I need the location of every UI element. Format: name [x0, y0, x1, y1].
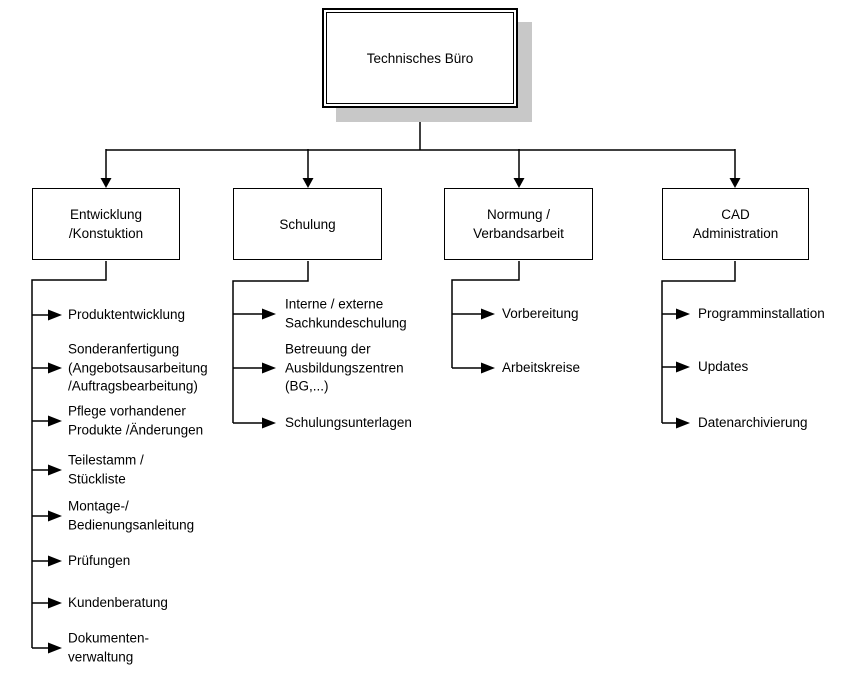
- arrowhead-down-icon: [729, 178, 741, 188]
- leaf-item: Interne / externe Sachkundeschulung: [285, 296, 407, 331]
- leaf-item: Vorbereitung: [502, 305, 579, 321]
- arrowhead-down-icon: [100, 178, 112, 188]
- arrowhead-down-icon: [513, 178, 525, 188]
- arrowhead-right-icon: [262, 308, 276, 320]
- arrowhead-right-icon: [48, 464, 62, 476]
- arrowhead-right-icon: [262, 417, 276, 429]
- connector-trunk: [451, 261, 520, 368]
- leaf-item: Updates: [698, 358, 749, 374]
- dept-box-normung-verbandsarbeit: Normung / Verbandsarbeit: [444, 188, 593, 260]
- connector-trunk: [232, 261, 309, 423]
- arrowhead-right-icon: [262, 362, 276, 374]
- leaf-item: Prüfungen: [68, 552, 131, 568]
- arrowhead-right-icon: [48, 510, 62, 522]
- leaf-item: Kundenberatung: [68, 594, 168, 610]
- arrowhead-right-icon: [48, 415, 62, 427]
- leaf-item: Dokumenten- verwaltung: [68, 630, 150, 665]
- connector-trunk: [661, 261, 736, 423]
- arrowhead-right-icon: [48, 597, 62, 609]
- leaf-item: Betreuung der Ausbildungszentren (BG,...…: [285, 341, 404, 394]
- leaf-item: Schulungsunterlagen: [285, 414, 412, 430]
- root-box-label: Technisches Büro: [326, 12, 514, 104]
- root-box: Technisches Büro: [322, 8, 518, 108]
- leaf-item: Pflege vorhandener Produkte /Änderungen: [68, 403, 204, 438]
- leaf-item: Sonderanfertigung (Angebotsausarbeitung …: [68, 341, 208, 394]
- arrowhead-right-icon: [481, 308, 495, 320]
- dept-box-cad-administration: CAD Administration: [662, 188, 809, 260]
- leaf-item: Arbeitskreise: [502, 359, 581, 375]
- arrowhead-right-icon: [676, 308, 690, 320]
- arrowhead-right-icon: [676, 361, 690, 373]
- arrowhead-right-icon: [48, 642, 62, 654]
- dept-box-schulung: Schulung: [233, 188, 382, 260]
- arrowhead-right-icon: [676, 417, 690, 429]
- leaf-item: Teilestamm / Stückliste: [68, 452, 144, 487]
- leaf-item: Datenarchivierung: [698, 414, 808, 430]
- connector-trunk: [31, 261, 107, 648]
- leaf-item: Montage-/ Bedienungsanleitung: [68, 498, 195, 533]
- arrowhead-down-icon: [302, 178, 314, 188]
- arrowhead-right-icon: [48, 309, 62, 321]
- arrowhead-right-icon: [481, 362, 495, 374]
- dept-box-entwicklung-konstruktion: Entwicklung /Konstuktion: [32, 188, 180, 260]
- arrowhead-right-icon: [48, 362, 62, 374]
- leaf-item: Produktentwicklung: [68, 306, 186, 322]
- leaf-item: Programminstallation: [698, 305, 825, 321]
- arrowhead-right-icon: [48, 555, 62, 567]
